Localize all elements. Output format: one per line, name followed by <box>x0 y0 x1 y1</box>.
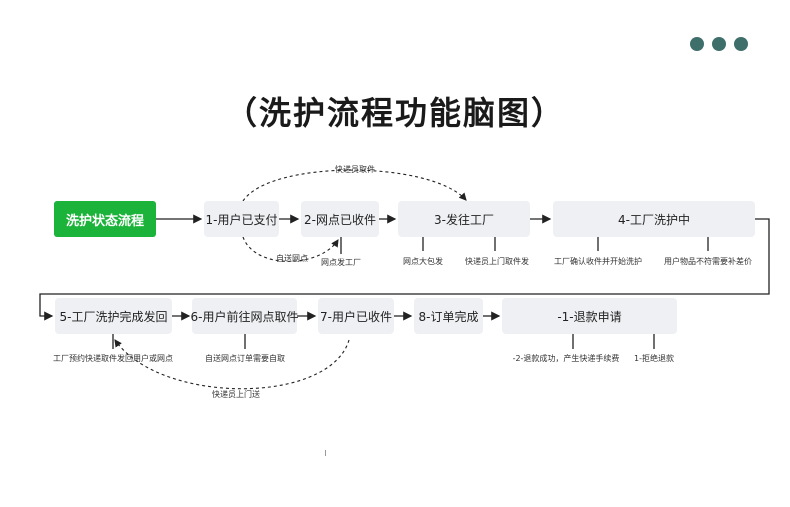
note-outlet-bulk: 网点大包发 <box>403 257 443 266</box>
note-price-diff: 用户物品不符需要补差价 <box>664 257 752 266</box>
note-refund-rejected: 1-拒绝退款 <box>634 354 674 363</box>
step-factory-done-return: 5-工厂洗护完成发回 <box>55 298 172 334</box>
step-user-paid: 1-用户已支付 <box>204 201 279 237</box>
dot-icon <box>734 37 748 51</box>
step-factory-washing: 4-工厂洗护中 <box>553 201 755 237</box>
window-dots <box>690 37 748 51</box>
note-factory-confirm: 工厂确认收件并开始洗护 <box>554 257 642 266</box>
dot-icon <box>690 37 704 51</box>
curve-label-courier-pickup: 快递员取件 <box>335 165 375 174</box>
step-order-complete: 8-订单完成 <box>414 298 483 334</box>
step-user-pickup: 6-用户前往网点取件 <box>191 298 298 334</box>
curve-label-courier-delivery: 快递员上门送 <box>212 390 260 399</box>
curve-label-self-drop: 自送网点 <box>276 254 308 263</box>
start-node: 洗护状态流程 <box>54 201 156 237</box>
note-outlet-to-factory: 网点发工厂 <box>321 258 361 267</box>
step-user-received: 7-用户已收件 <box>318 298 394 334</box>
page-title: （洗护流程功能脑图） <box>224 94 565 132</box>
step-outlet-received: 2-网点已收件 <box>301 201 379 237</box>
note-factory-courier-return: 工厂预约快递取件发回用户或网点 <box>53 354 173 363</box>
divider-tick <box>325 450 326 456</box>
note-self-pickup: 自送网点订单需要自取 <box>205 354 285 363</box>
note-refund-success: -2-退款成功，产生快递手续费 <box>512 354 620 363</box>
dot-icon <box>712 37 726 51</box>
step-refund-request: -1-退款申请 <box>502 298 677 334</box>
note-courier-pickup: 快递员上门取件发 <box>465 257 529 266</box>
step-sent-to-factory: 3-发往工厂 <box>398 201 530 237</box>
